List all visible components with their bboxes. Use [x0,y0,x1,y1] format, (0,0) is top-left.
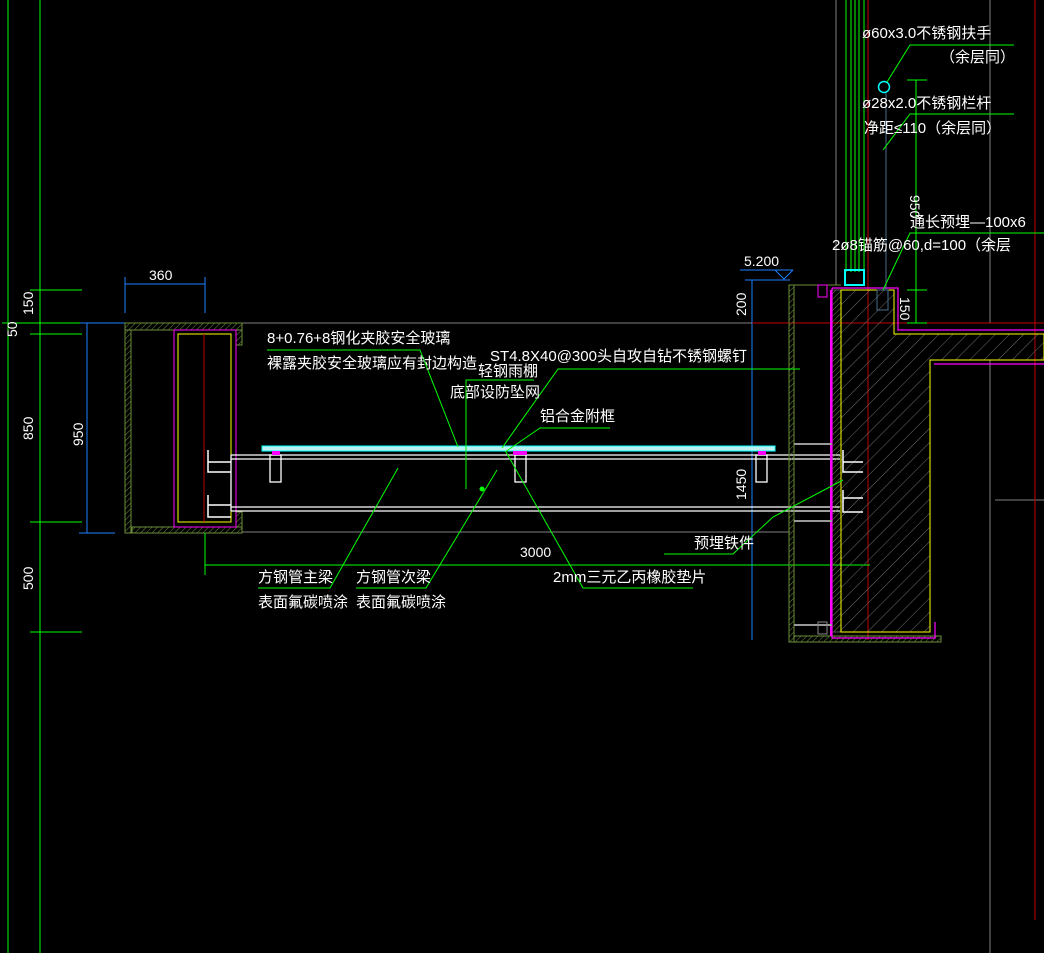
label-canopy: 轻钢雨棚 [478,363,538,380]
dim-200: 200 [733,292,749,316]
label-main-beam-note: 表面氟碳喷涂 [258,594,348,611]
main-beam [230,454,840,512]
label-secondary-beam-note: 表面氟碳喷涂 [356,594,446,611]
glass-panel [261,445,776,452]
label-screw: ST4.8X40@300头自攻自钻不锈钢螺钉 [490,348,747,365]
label-secondary-beam: 方钢管次梁 [356,569,431,586]
dim-950-box: 950 [70,422,86,446]
label-handrail-note: （余层同） [940,48,1015,66]
railing-base [844,269,865,286]
blue-dimensions [79,269,794,640]
leader-lines [258,44,1044,589]
dim-150-left: 150 [20,291,36,315]
label-glass: 8+0.76+8钢化夹胶安全玻璃 [267,329,450,347]
left-dimension-chain [2,0,82,953]
label-baluster-note: 净距≤110（余层同） [864,119,1001,137]
dim-500-left: 500 [20,566,36,590]
dim-3000: 3000 [520,544,551,560]
dim-1450: 1450 [733,469,749,500]
gutter-box [124,322,243,534]
label-canopy-note: 底部设防坠网 [450,384,540,401]
embed-anchor [876,289,889,311]
rail-dimension [907,79,927,324]
dim-850-left: 850 [20,416,36,440]
label-embedded-iron: 预埋铁件 [694,535,754,552]
dim-150-rail: 150 [897,297,913,321]
label-handrail: ø60x3.0不锈钢扶手 [862,25,991,42]
dim-360-box: 360 [149,267,173,283]
elevation-mark: 5.200 [744,253,779,269]
dim-950-rail: 950 [907,195,923,219]
handrail-section-icon [877,80,891,94]
label-alu-frame: 铝合金附框 [540,408,615,425]
label-main-beam: 方钢管主梁 [258,569,333,586]
label-baluster: ø28x2.0不锈钢栏杆 [862,95,991,112]
dim-50-left: 50 [4,321,20,337]
label-anchor: 2ø8锚筋@60,d=100（余层 [832,236,1011,254]
span-dimension [204,533,870,575]
label-gasket: 2mm三元乙丙橡胶垫片 [553,569,706,586]
wall-section [788,284,1044,643]
leader-dot [479,486,485,492]
label-glass-note: 裸露夹胶安全玻璃应有封边构造 [267,354,477,372]
railing-posts [845,0,865,272]
gaskets [272,451,766,455]
label-embed-plate: 通长预埋—100x6 [910,214,1026,231]
